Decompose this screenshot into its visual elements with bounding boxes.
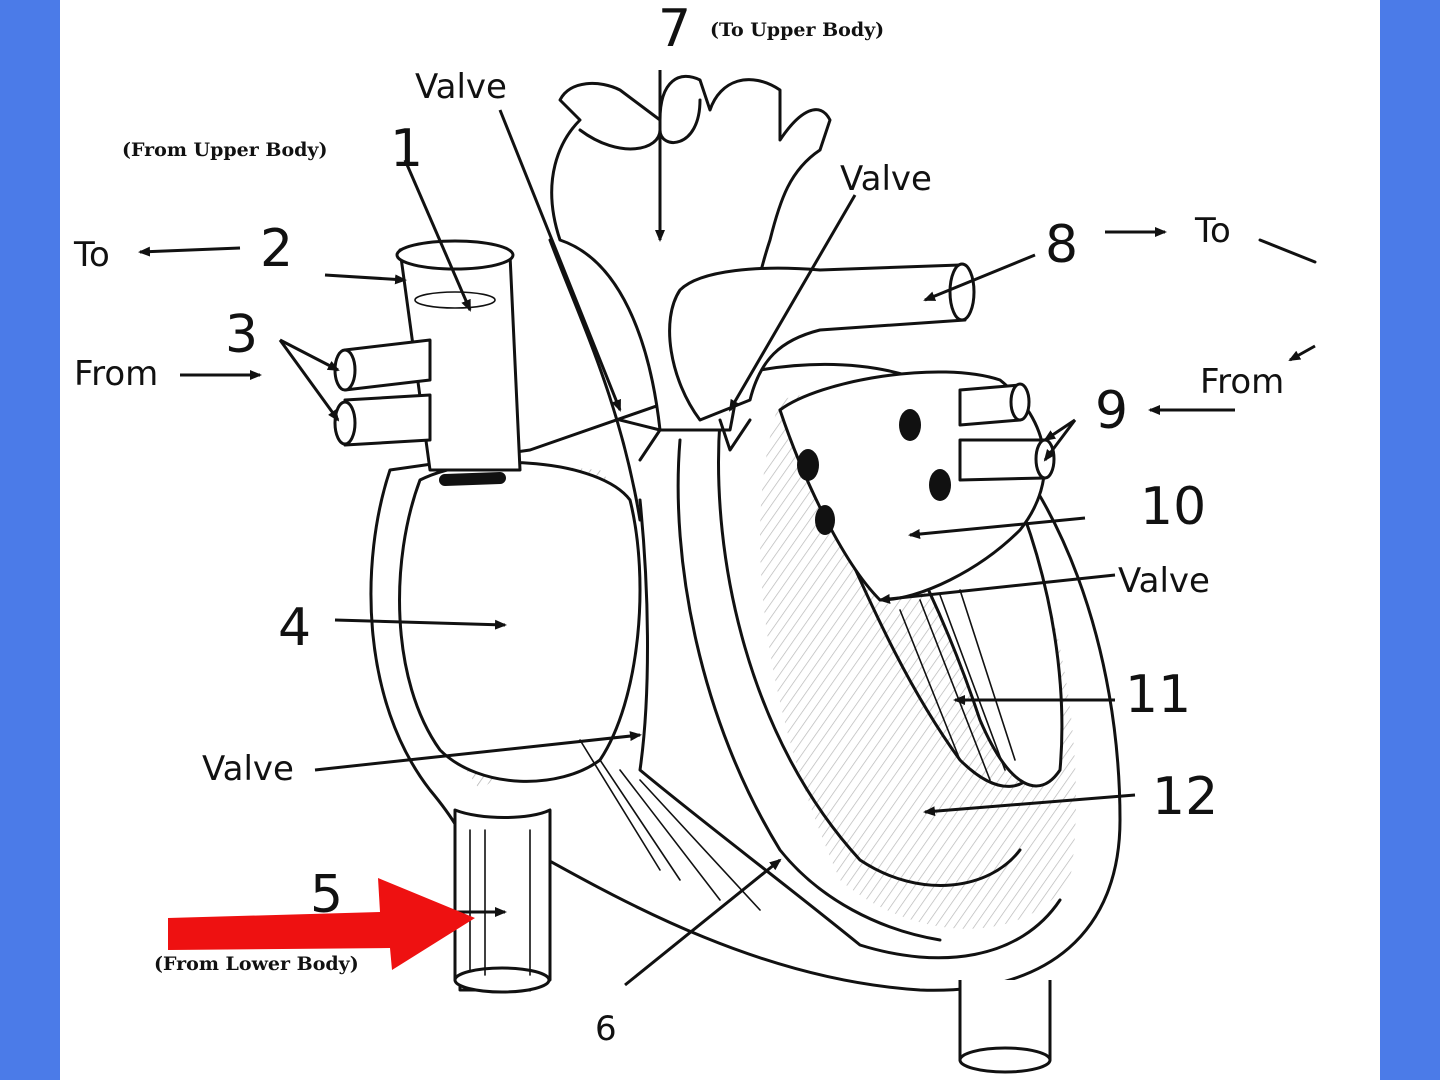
label-valve-right: Valve: [1118, 561, 1210, 601]
great-vessels: [333, 74, 1056, 1074]
label-n2: 2: [260, 219, 293, 279]
red-arrow-icon: [168, 878, 475, 970]
diagram-labels: 7 (To Upper Body) Valve Valve (From Uppe…: [73, 0, 1284, 1049]
label-arrows: [138, 70, 1317, 987]
label-n4: 4: [278, 598, 311, 658]
label-valve-left: Valve: [202, 749, 294, 789]
label-n1: 1: [390, 119, 423, 179]
label-n1-note: (From Upper Body): [122, 139, 327, 161]
slide-canvas: 7 (To Upper Body) Valve Valve (From Uppe…: [60, 0, 1380, 1080]
heart-outline: [369, 362, 1122, 992]
label-valve-top-right: Valve: [840, 159, 932, 199]
label-n3: 3: [225, 305, 258, 365]
label-n2-to: To: [73, 235, 110, 275]
label-n8: 8: [1045, 215, 1078, 275]
label-valve-top-left: Valve: [415, 67, 507, 107]
label-n10: 10: [1140, 477, 1206, 537]
label-n9-from: From: [1200, 362, 1284, 402]
label-n11: 11: [1125, 665, 1191, 725]
label-n7-note: (To Upper Body): [710, 19, 884, 41]
heart-diagram: 7 (To Upper Body) Valve Valve (From Uppe…: [73, 0, 1317, 1074]
label-n12: 12: [1152, 767, 1218, 827]
label-n3-from: From: [74, 354, 158, 394]
label-n5: 5: [310, 865, 343, 925]
label-n9: 9: [1095, 381, 1128, 441]
label-n6: 6: [595, 1009, 617, 1049]
label-n5-note: (From Lower Body): [154, 953, 359, 975]
label-n8-to: To: [1194, 211, 1231, 251]
label-n7: 7: [658, 0, 691, 59]
